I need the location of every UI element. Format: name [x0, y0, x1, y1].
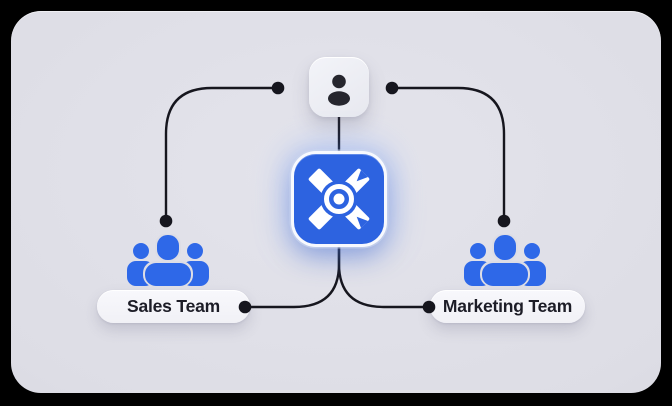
marketing-team-label: Marketing Team [442, 296, 573, 316]
sales-team-pill: Sales Team [97, 290, 250, 323]
sales-team-label: Sales Team [126, 296, 220, 316]
platform-node-card [294, 154, 384, 244]
brand-x-target-logo-icon [308, 168, 370, 230]
person-icon [328, 74, 350, 106]
marketing-team-pill: Marketing Team [430, 290, 585, 323]
sales-team-group-icon [127, 234, 209, 286]
marketing-team-group-icon [464, 234, 546, 286]
user-node-card [309, 57, 369, 117]
